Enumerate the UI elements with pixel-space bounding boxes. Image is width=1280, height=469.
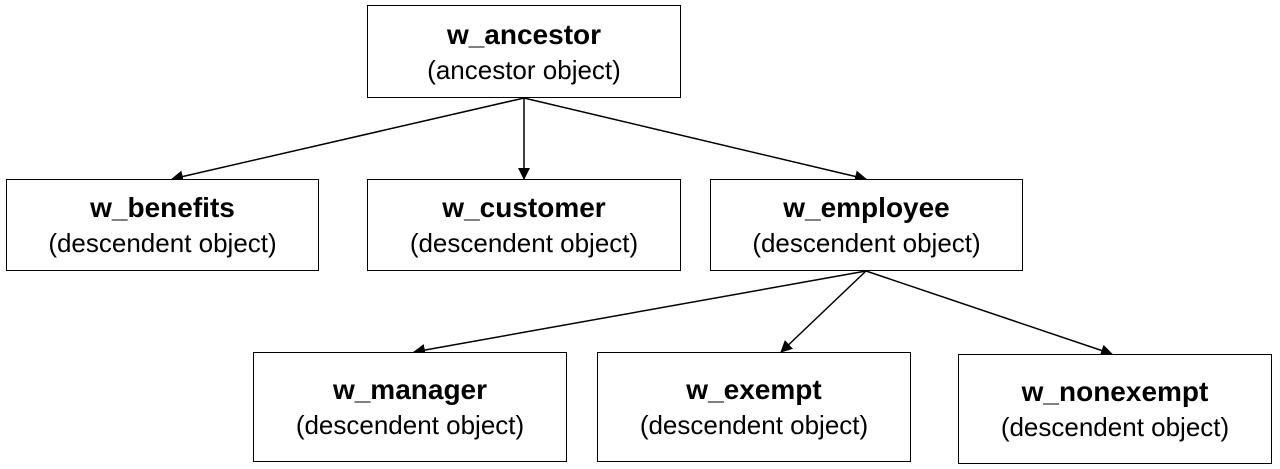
node-w-benefits: w_benefits (descendent object) — [6, 179, 319, 271]
edge-employee-to-nonexempt — [865, 270, 1113, 357]
edge-employee-to-exempt — [780, 270, 867, 353]
node-name: w_customer — [442, 192, 606, 223]
node-w-customer: w_customer (descendent object) — [367, 179, 681, 271]
node-name: w_exempt — [686, 374, 822, 405]
node-name: w_nonexempt — [1021, 376, 1209, 407]
node-description: (ancestor object) — [427, 54, 621, 85]
edge-employee-to-manager — [413, 270, 867, 356]
edge-ancestor-to-benefits — [171, 97, 525, 183]
node-description: (descendent object) — [752, 228, 981, 258]
edge-ancestor-to-employee — [523, 97, 867, 183]
node-w-manager: w_manager (descendent object) — [253, 352, 567, 462]
node-description: (descendent object) — [639, 410, 869, 440]
node-name: w_ancestor — [446, 18, 602, 50]
node-description: (descendent object) — [48, 228, 277, 258]
node-w-employee: w_employee (descendent object) — [710, 179, 1023, 271]
node-w-exempt: w_exempt (descendent object) — [597, 352, 911, 462]
node-w-nonexempt: w_nonexempt (descendent object) — [958, 354, 1272, 464]
node-w-ancestor: w_ancestor (ancestor object) — [367, 5, 681, 98]
node-name: w_manager — [332, 374, 488, 405]
node-description: (descendent object) — [295, 410, 525, 440]
node-name: w_benefits — [90, 192, 235, 223]
node-description: (descendent object) — [409, 228, 639, 258]
node-description: (descendent object) — [1000, 412, 1230, 442]
node-name: w_employee — [783, 192, 950, 223]
